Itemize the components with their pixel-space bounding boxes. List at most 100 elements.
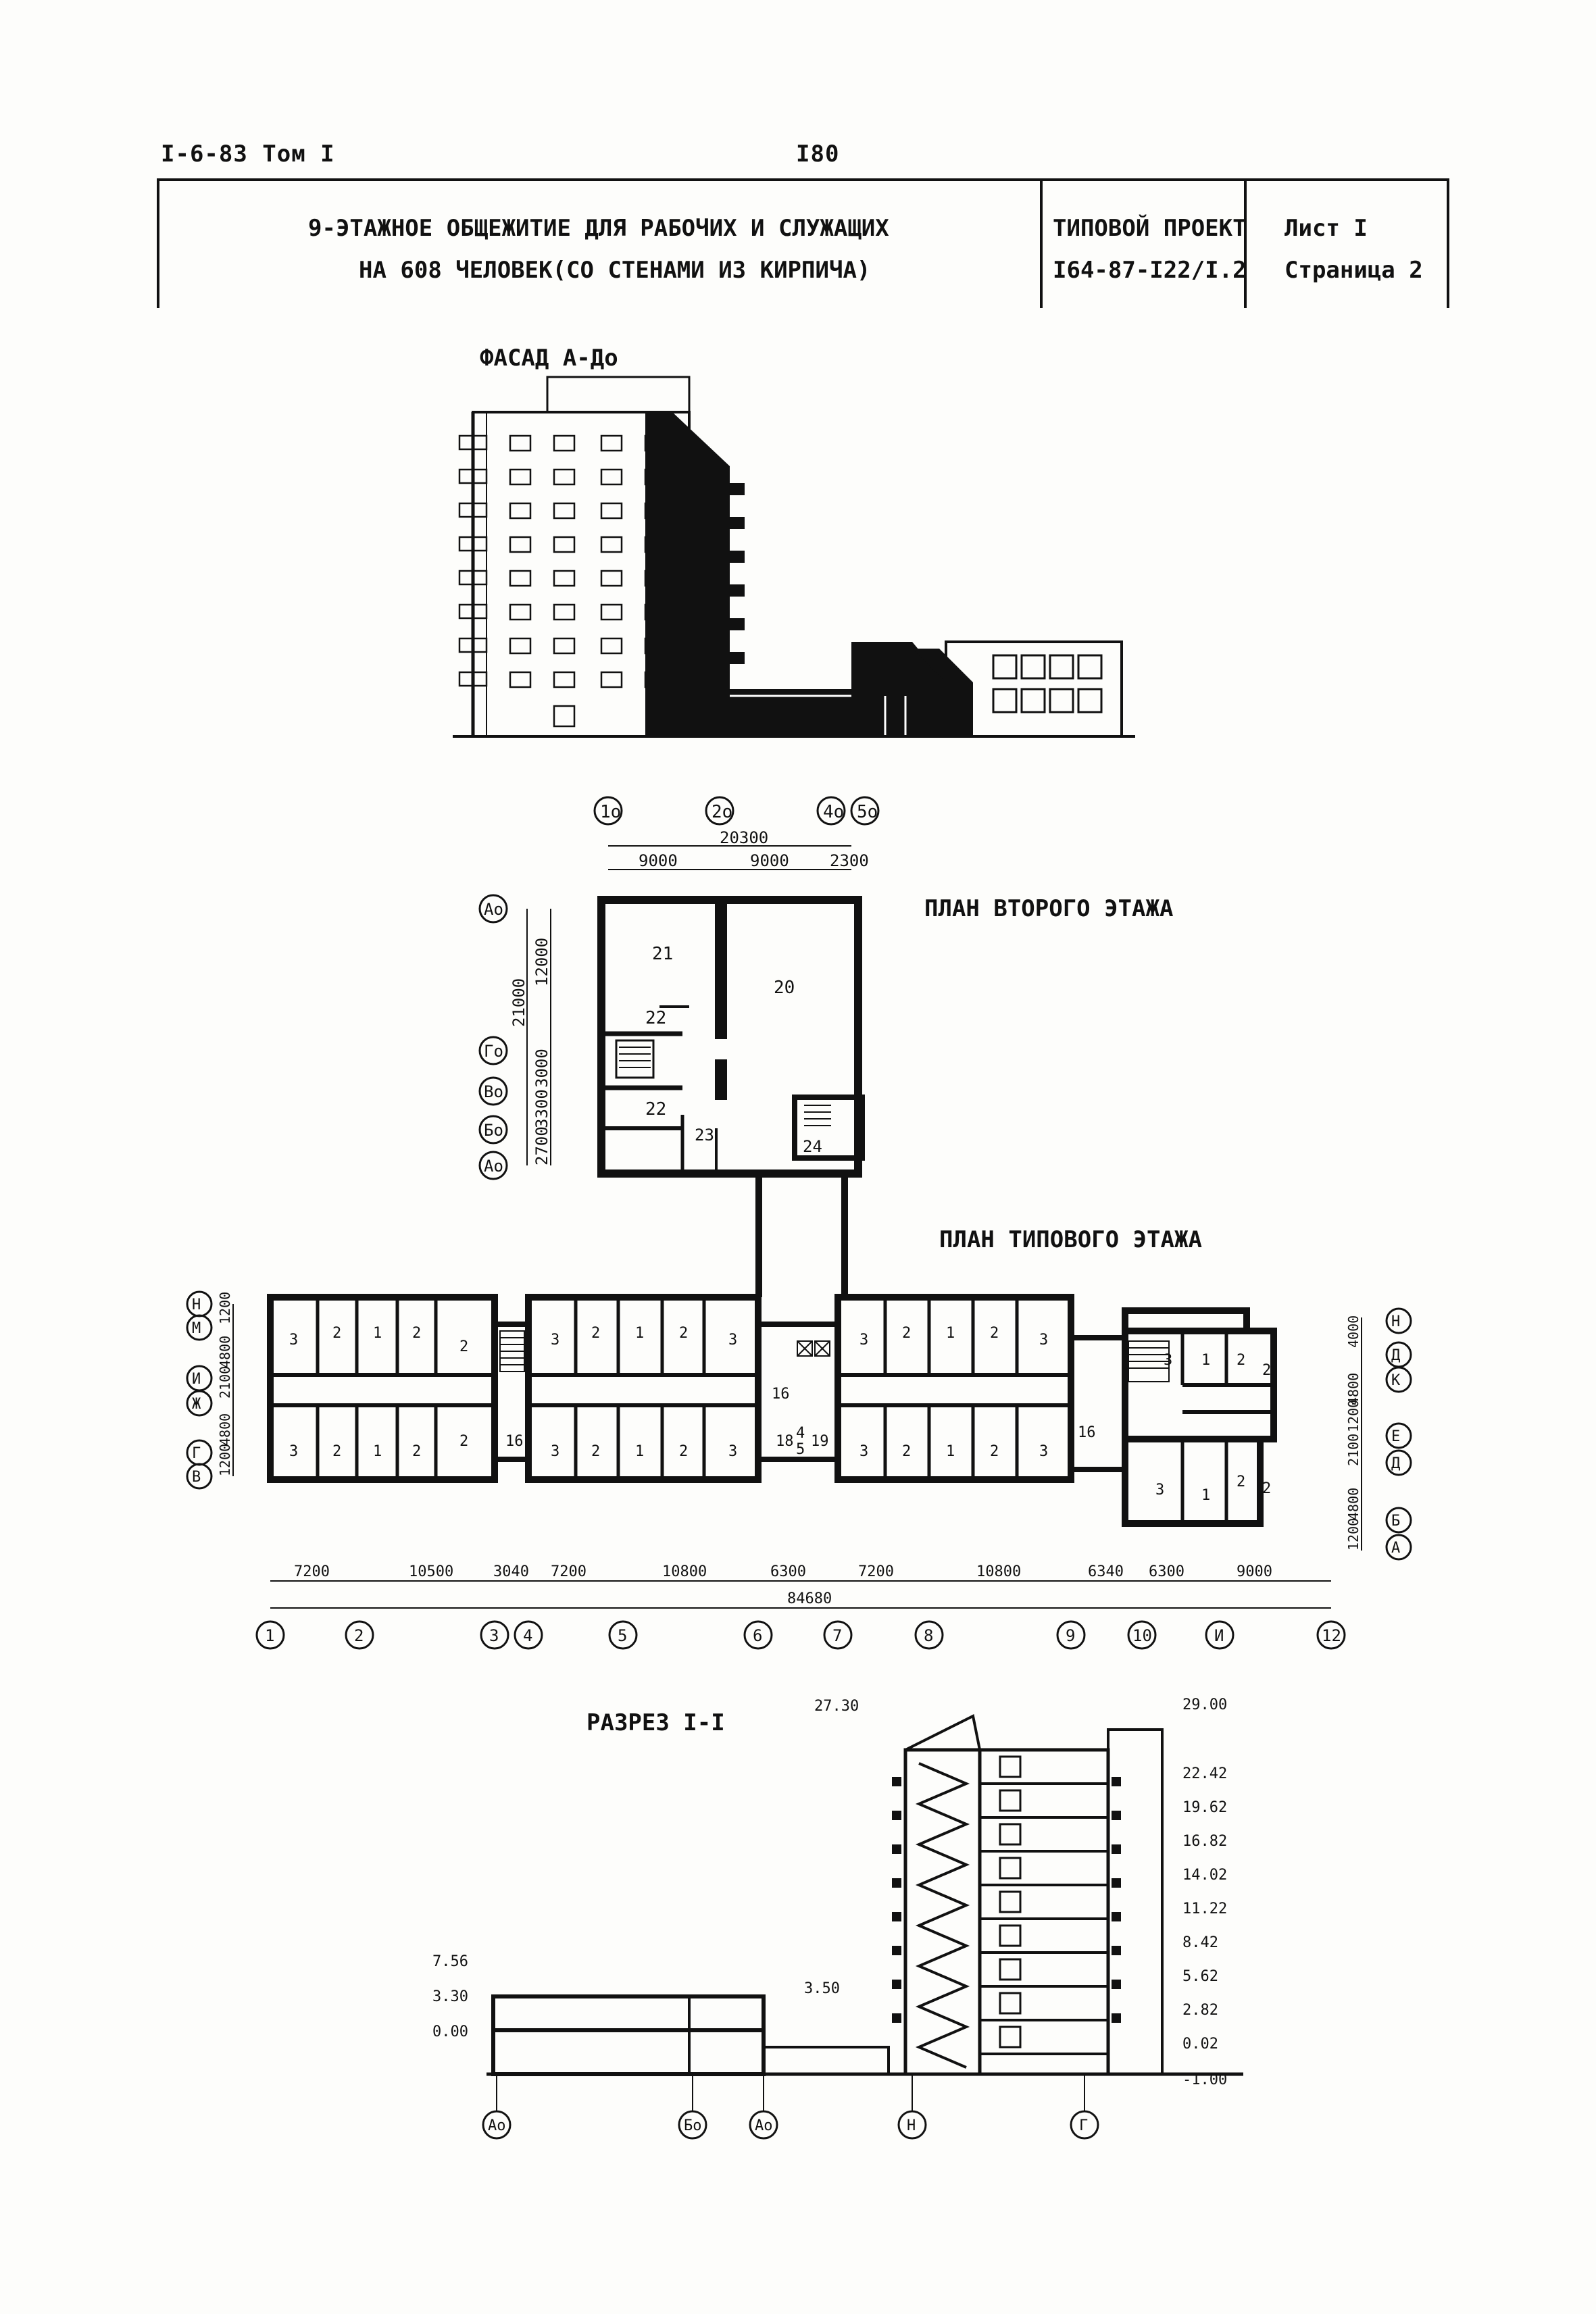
room-label: 3 bbox=[551, 1443, 559, 1460]
room-label: 18 bbox=[776, 1433, 794, 1450]
room-label: 3 bbox=[289, 1443, 298, 1460]
elev-right: 2.82 bbox=[1182, 2002, 1218, 2019]
room-label: 4 bbox=[796, 1425, 805, 1442]
dim-bottom: 10800 bbox=[662, 1563, 707, 1580]
axis-section: Ао bbox=[488, 2117, 506, 2134]
series-label: I-6-83 Том I bbox=[161, 141, 335, 168]
title-line-1: 9-ЭТАЖНОЕ ОБЩЕЖИТИЕ ДЛЯ РАБОЧИХ И СЛУЖАЩ… bbox=[308, 215, 889, 242]
elev-left: 0.00 bbox=[432, 2023, 468, 2040]
dim-bottom-total: 84680 bbox=[787, 1590, 832, 1607]
room-label: 2 bbox=[459, 1433, 468, 1450]
dim-left-2: 4800 bbox=[217, 1336, 233, 1368]
room-label: 1 bbox=[373, 1443, 382, 1460]
room-label: 1 bbox=[635, 1443, 644, 1460]
axis-section: Ао bbox=[755, 2117, 773, 2134]
sheet-number: Лист I bbox=[1285, 215, 1368, 242]
room-label: 5 bbox=[796, 1441, 805, 1458]
elev-right: 0.02 bbox=[1182, 2036, 1218, 2053]
dim-right-1: 4000 bbox=[1345, 1315, 1362, 1348]
room-label: 16 bbox=[505, 1433, 524, 1450]
axis-right-4: Е bbox=[1391, 1428, 1400, 1445]
axis-bottom: 12 bbox=[1322, 1626, 1341, 1645]
axis-left-h: Н bbox=[192, 1297, 201, 1313]
room-label: 2 bbox=[990, 1443, 999, 1460]
title-line-2: НА 608 ЧЕЛОВЕК(СО СТЕНАМИ ИЗ КИРПИЧА) bbox=[359, 257, 871, 284]
axis-left-g: Г bbox=[192, 1445, 201, 1462]
elev-left: 7.56 bbox=[432, 1953, 468, 1970]
typical-floor-plan: Н М И Ж Г В 1200 4800 2100 4800 1200 bbox=[186, 1203, 1412, 1650]
axis-bottom: 4 bbox=[523, 1626, 532, 1645]
axis-left-i: И bbox=[192, 1371, 201, 1388]
dim-left-3: 2100 bbox=[217, 1366, 233, 1399]
elev-mid: 3.50 bbox=[804, 1980, 840, 1997]
second-floor-title: ПЛАН ВТОРОГО ЭТАЖА bbox=[924, 895, 1174, 922]
room-label: 2 bbox=[591, 1443, 600, 1460]
dim-top-1: 9000 bbox=[639, 851, 678, 870]
axis-right-7: А bbox=[1391, 1540, 1400, 1557]
axis-right-2: Д bbox=[1391, 1347, 1400, 1364]
room-label: 2 bbox=[1262, 1480, 1271, 1497]
dim-right-2: 4800 bbox=[1345, 1373, 1362, 1405]
elev-right: 16.82 bbox=[1182, 1833, 1227, 1850]
axis-section: Бо bbox=[684, 2117, 702, 2134]
room-label: 3 bbox=[728, 1332, 737, 1349]
axis-right-5: Д bbox=[1391, 1455, 1400, 1472]
elev-left: 3.30 bbox=[432, 1988, 468, 2005]
elev-right: 19.62 bbox=[1182, 1799, 1227, 1816]
room-21: 21 bbox=[652, 944, 673, 964]
room-label: 3 bbox=[551, 1332, 559, 1349]
room-label: 3 bbox=[859, 1332, 868, 1349]
axis-left-m: М bbox=[192, 1320, 201, 1337]
elev-right: 14.02 bbox=[1182, 1867, 1227, 1884]
dim-bottom: 7200 bbox=[551, 1563, 587, 1580]
dim-bottom: 3040 bbox=[493, 1563, 529, 1580]
dim-left-4: 2700 bbox=[532, 1126, 551, 1165]
dim-bottom: 6300 bbox=[770, 1563, 806, 1580]
room-22b: 22 bbox=[645, 1099, 666, 1120]
elev-right: -1.00 bbox=[1182, 2071, 1227, 2088]
axis-bottom: 3 bbox=[489, 1626, 499, 1645]
typical-floor-title: ПЛАН ТИПОВОГО ЭТАЖА bbox=[939, 1226, 1202, 1253]
room-label: 1 bbox=[1201, 1352, 1210, 1369]
axis-top-2: 2о bbox=[712, 802, 732, 822]
axis-top-1: 1о bbox=[600, 802, 621, 822]
axis-left-1: Ао bbox=[484, 900, 503, 919]
room-label: 2 bbox=[591, 1325, 600, 1342]
axis-left-zh: Ж bbox=[192, 1396, 201, 1413]
second-floor-plan: 1о 2о 4о 5о 20300 9000 9000 2300 Ао Го В… bbox=[478, 796, 880, 1203]
project-code: I64-87-I22/I.2 bbox=[1053, 257, 1247, 284]
dim-bottom: 10800 bbox=[976, 1563, 1021, 1580]
axis-left-2: Го bbox=[484, 1042, 503, 1061]
room-label: 3 bbox=[1039, 1443, 1048, 1460]
room-label: 2 bbox=[459, 1338, 468, 1355]
room-label: 1 bbox=[946, 1325, 955, 1342]
room-label: 1 bbox=[946, 1443, 955, 1460]
elev-right: 22.42 bbox=[1182, 1765, 1227, 1782]
project-label: ТИПОВОЙ ПРОЕКТ bbox=[1053, 215, 1247, 242]
axis-bottom: 2 bbox=[354, 1626, 364, 1645]
axis-bottom: 5 bbox=[618, 1626, 627, 1645]
room-label: 2 bbox=[1262, 1362, 1271, 1379]
dim-left-total: 21000 bbox=[509, 978, 528, 1027]
page-number: I80 bbox=[796, 141, 840, 168]
room-label: 2 bbox=[679, 1443, 688, 1460]
axis-bottom: 8 bbox=[924, 1626, 933, 1645]
dim-bottom: 7200 bbox=[294, 1563, 330, 1580]
axis-section: Г bbox=[1079, 2117, 1088, 2134]
room-23: 23 bbox=[695, 1126, 714, 1145]
dim-left-2: 3000 bbox=[532, 1049, 551, 1088]
dim-left-3: 3300 bbox=[532, 1089, 551, 1128]
room-label: 2 bbox=[679, 1325, 688, 1342]
room-label: 3 bbox=[859, 1443, 868, 1460]
section-title: РАЗРЕЗ I-I bbox=[587, 1709, 725, 1736]
axis-bottom: 1 bbox=[265, 1626, 274, 1645]
dim-top-2: 9000 bbox=[750, 851, 789, 870]
dim-left-5: 1200 bbox=[217, 1444, 233, 1476]
axis-bottom: 9 bbox=[1066, 1626, 1075, 1645]
section-drawing: 7.56 3.30 0.00 3.50 27.30 29.00 22.42 19… bbox=[432, 1696, 1243, 2140]
dim-right-5: 4800 bbox=[1345, 1488, 1362, 1520]
facade-drawing bbox=[453, 376, 1135, 738]
room-label: 2 bbox=[412, 1325, 421, 1342]
axis-top-3: 4о bbox=[823, 802, 844, 822]
axis-bottom: 7 bbox=[832, 1626, 842, 1645]
